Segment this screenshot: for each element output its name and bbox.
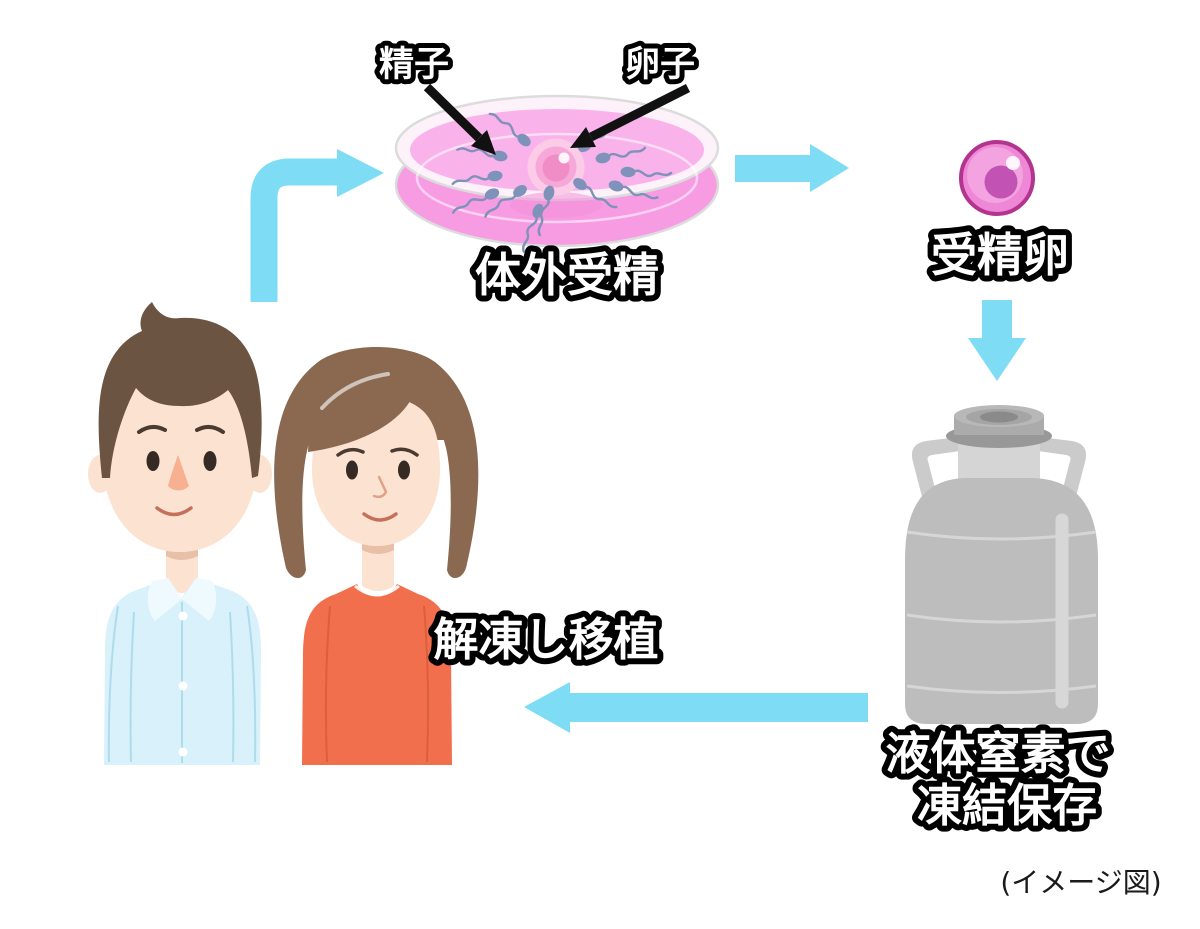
couple-icon (88, 302, 479, 765)
tank-cap-port (980, 411, 1018, 423)
liquid-nitrogen-tank-icon (905, 405, 1098, 724)
man-collar-left (147, 578, 182, 621)
zygote-step-label: 受精卵 (931, 228, 1069, 282)
flow-arrow-couple-to-dish (250, 149, 384, 302)
pointer-arrow-icon (588, 83, 691, 142)
flow-arrow-icon (250, 158, 337, 302)
woman-eyebrow-left (336, 447, 365, 457)
flow-arrow-tank-to-couple (524, 682, 868, 733)
flow-arrow-dish-to-zygote (735, 144, 849, 192)
woman-eye-right (398, 460, 410, 480)
flow-arrow-icon (735, 144, 849, 192)
woman-top (302, 584, 452, 765)
pointer-arrow-icon (423, 83, 483, 142)
man-nose (168, 455, 189, 491)
woman-icon (274, 347, 479, 765)
egg-label: 卵子 (625, 45, 695, 85)
shirt-button (178, 611, 188, 621)
flow-arrow-zygote-to-tank (968, 300, 1026, 381)
dish-fluid-edge (415, 132, 699, 224)
flow-arrow-icon (337, 149, 384, 197)
man-icon (88, 302, 272, 765)
man-hair (98, 302, 262, 478)
egg-shadow (510, 192, 602, 218)
pointer-arrow-egg (570, 83, 691, 148)
tank-body (905, 478, 1098, 724)
man-eye-left (146, 451, 160, 471)
petri-dish-icon (394, 94, 720, 255)
man-eye-right (203, 451, 217, 471)
sperm-label: 精子 (379, 45, 449, 85)
woman-mouth (362, 512, 398, 522)
man-mouth (155, 506, 193, 517)
freeze-step-label-line2: 凍結保存 (917, 779, 1097, 832)
man-eyebrow-left (137, 425, 167, 434)
pointer-arrow-icon (570, 127, 596, 148)
woman-eye-left (346, 460, 358, 480)
egg-cell-icon (527, 138, 585, 196)
image-caption: (イメージ図) (1000, 866, 1161, 899)
flow-arrow-icon (968, 300, 1026, 381)
flow-arrow-icon (524, 682, 868, 733)
woman-eyebrow-right (390, 447, 419, 457)
neckline-trim (354, 584, 400, 597)
pointer-arrow-sperm (423, 83, 496, 155)
man-collar-right (182, 578, 217, 621)
woman-bangs (308, 366, 446, 452)
ivf-step-label: 体外受精 (475, 248, 659, 302)
freeze-step-label-line1: 液体窒素で (885, 727, 1110, 780)
shirt-button (178, 681, 188, 691)
woman-nose (372, 475, 388, 499)
transfer-step-label: 解凍し移植 (433, 613, 658, 666)
fertilized-egg-icon (959, 140, 1035, 216)
shirt-button (178, 747, 188, 757)
pointer-arrow-icon (471, 130, 496, 155)
hair-highlight (320, 372, 390, 410)
man-eyebrow-right (195, 425, 225, 434)
